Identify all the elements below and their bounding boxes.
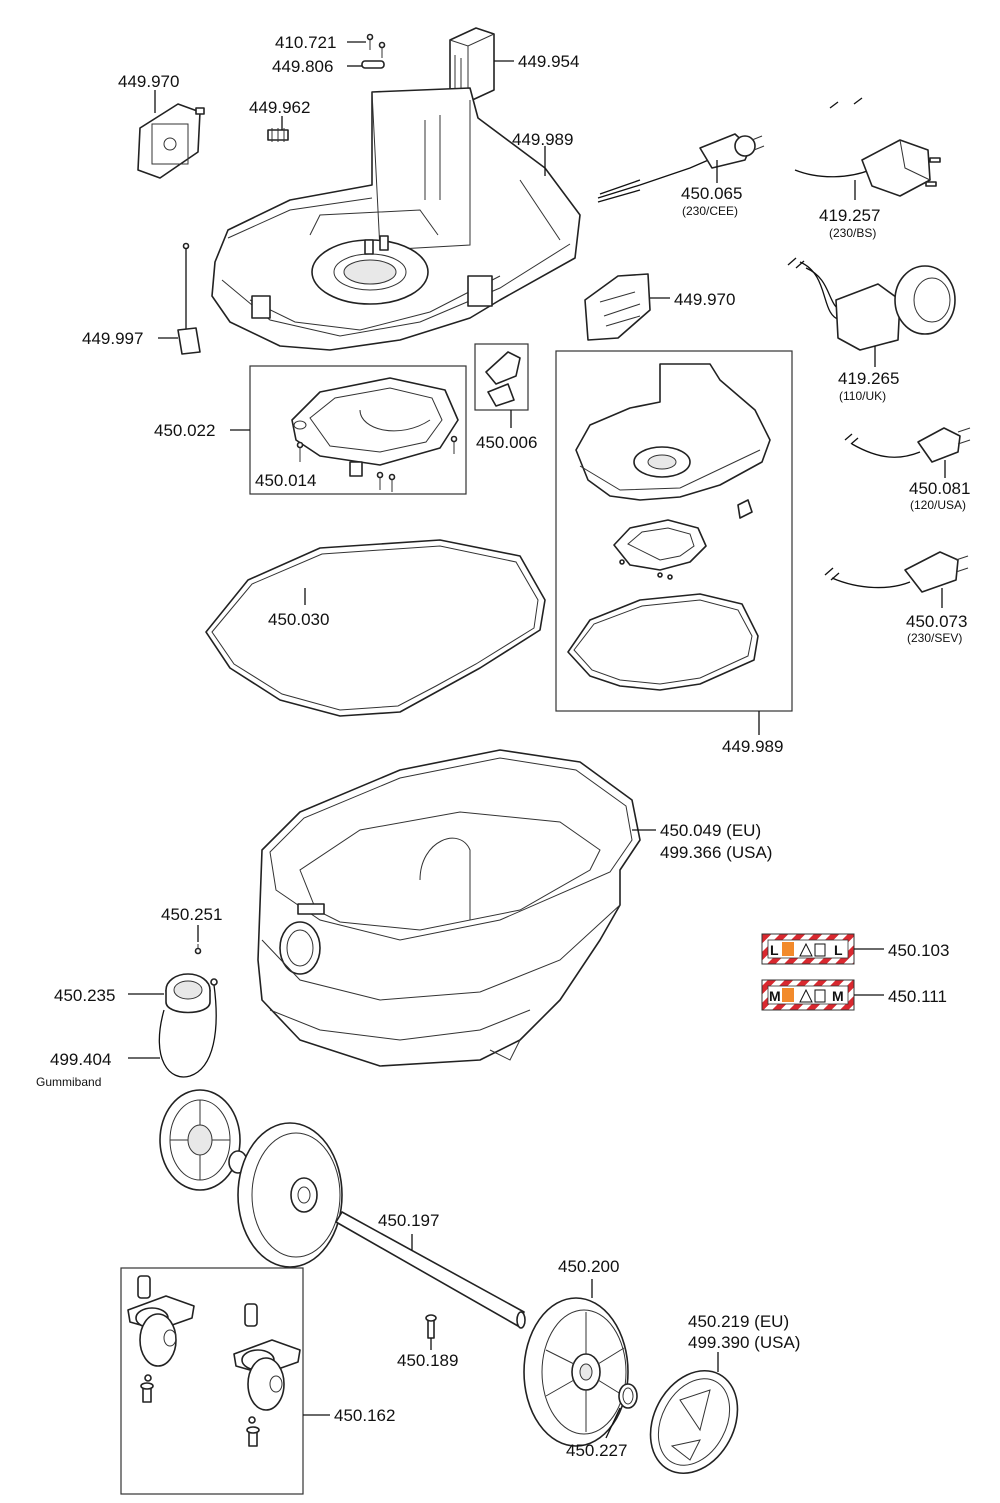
label-450065-sub: (230/CEE) (682, 204, 738, 218)
band-499404 (158, 978, 218, 1078)
casters-450162 (127, 1275, 301, 1447)
sticker-450103-right-letter: L (834, 942, 843, 958)
sticker-450111-right-letter: M (832, 988, 844, 1004)
label-419265-sub: (110/UK) (839, 389, 886, 403)
label-450014: 450.014 (255, 471, 316, 490)
sticker-450111 (761, 979, 855, 1011)
plug-bs-419257 (794, 97, 941, 197)
label-450251: 450.251 (161, 905, 222, 924)
filter-tray-450022 (291, 377, 459, 477)
label-449962: 449.962 (249, 98, 310, 117)
sticker-450103-left-letter: L (770, 942, 779, 958)
label-419257: 419.257 (819, 206, 880, 225)
label-499404-sub: Gummiband (36, 1075, 101, 1089)
label-450197: 450.197 (378, 1211, 439, 1230)
screw-450251 (194, 944, 202, 955)
label-449989-bottom: 449.989 (722, 737, 783, 756)
screw-410721 (366, 33, 386, 58)
connector-449962 (267, 128, 289, 142)
label-449989-top: 449.989 (512, 130, 573, 149)
label-499390: 499.390 (USA) (688, 1333, 800, 1352)
label-450200: 450.200 (558, 1257, 619, 1276)
box-450006 (474, 343, 529, 411)
wheel-cover-left (159, 1089, 248, 1191)
label-449806: 449.806 (272, 57, 333, 76)
wheel-450200 (523, 1297, 629, 1447)
switch-cover-449970-top (137, 103, 205, 179)
label-450189: 450.189 (397, 1351, 458, 1370)
label-449970-right: 449.970 (674, 290, 735, 309)
box-450162 (120, 1267, 304, 1495)
plug-uk-419265 (787, 257, 956, 351)
seal-450030 (205, 539, 546, 717)
box-449989-assembly (555, 350, 793, 712)
label-450030: 450.030 (268, 610, 329, 629)
plug-sev-450073 (824, 551, 969, 593)
label-449970-top: 449.970 (118, 72, 179, 91)
container-450049 (257, 749, 641, 1067)
label-419257-sub: (230/BS) (829, 226, 876, 240)
label-449997: 449.997 (82, 329, 143, 348)
ring-450227 (618, 1383, 638, 1409)
cable-cee-450065 (597, 133, 765, 203)
hubcap-450219 (649, 1369, 739, 1475)
label-419265: 419.265 (838, 369, 899, 388)
label-450235: 450.235 (54, 986, 115, 1005)
label-499366: 499.366 (USA) (660, 843, 772, 862)
assembly-449989 (567, 363, 771, 691)
label-450162: 450.162 (334, 1406, 395, 1425)
label-450081: 450.081 (909, 479, 970, 498)
label-450073-sub: (230/SEV) (907, 631, 962, 645)
label-450006: 450.006 (476, 433, 537, 452)
label-499404: 499.404 (50, 1050, 111, 1069)
label-450103: 450.103 (888, 941, 949, 960)
label-450073: 450.073 (906, 612, 967, 631)
screws-450014 (296, 435, 458, 492)
sticker-450111-left-letter: M (769, 988, 781, 1004)
cap-450235 (165, 973, 211, 1014)
label-450227: 450.227 (566, 1441, 627, 1460)
motor-housing-449989 (211, 87, 581, 351)
clip-449806 (361, 60, 385, 69)
label-410721: 410.721 (275, 33, 336, 52)
label-450022: 450.022 (154, 421, 215, 440)
label-449954: 449.954 (518, 52, 579, 71)
latch-450006 (485, 351, 521, 407)
axle-450197 (335, 1211, 526, 1329)
label-450219: 450.219 (EU) (688, 1312, 789, 1331)
label-450081-sub: (120/USA) (910, 498, 966, 512)
plug-usa-450081 (844, 427, 971, 463)
switch-cover-449970-right (584, 273, 651, 341)
wheel-left (237, 1122, 343, 1268)
sensor-449997 (177, 242, 201, 355)
label-450065: 450.065 (681, 184, 742, 203)
sticker-450103 (761, 933, 855, 965)
label-450111: 450.111 (888, 987, 947, 1006)
label-450049: 450.049 (EU) (660, 821, 761, 840)
screw-450189 (425, 1314, 437, 1339)
